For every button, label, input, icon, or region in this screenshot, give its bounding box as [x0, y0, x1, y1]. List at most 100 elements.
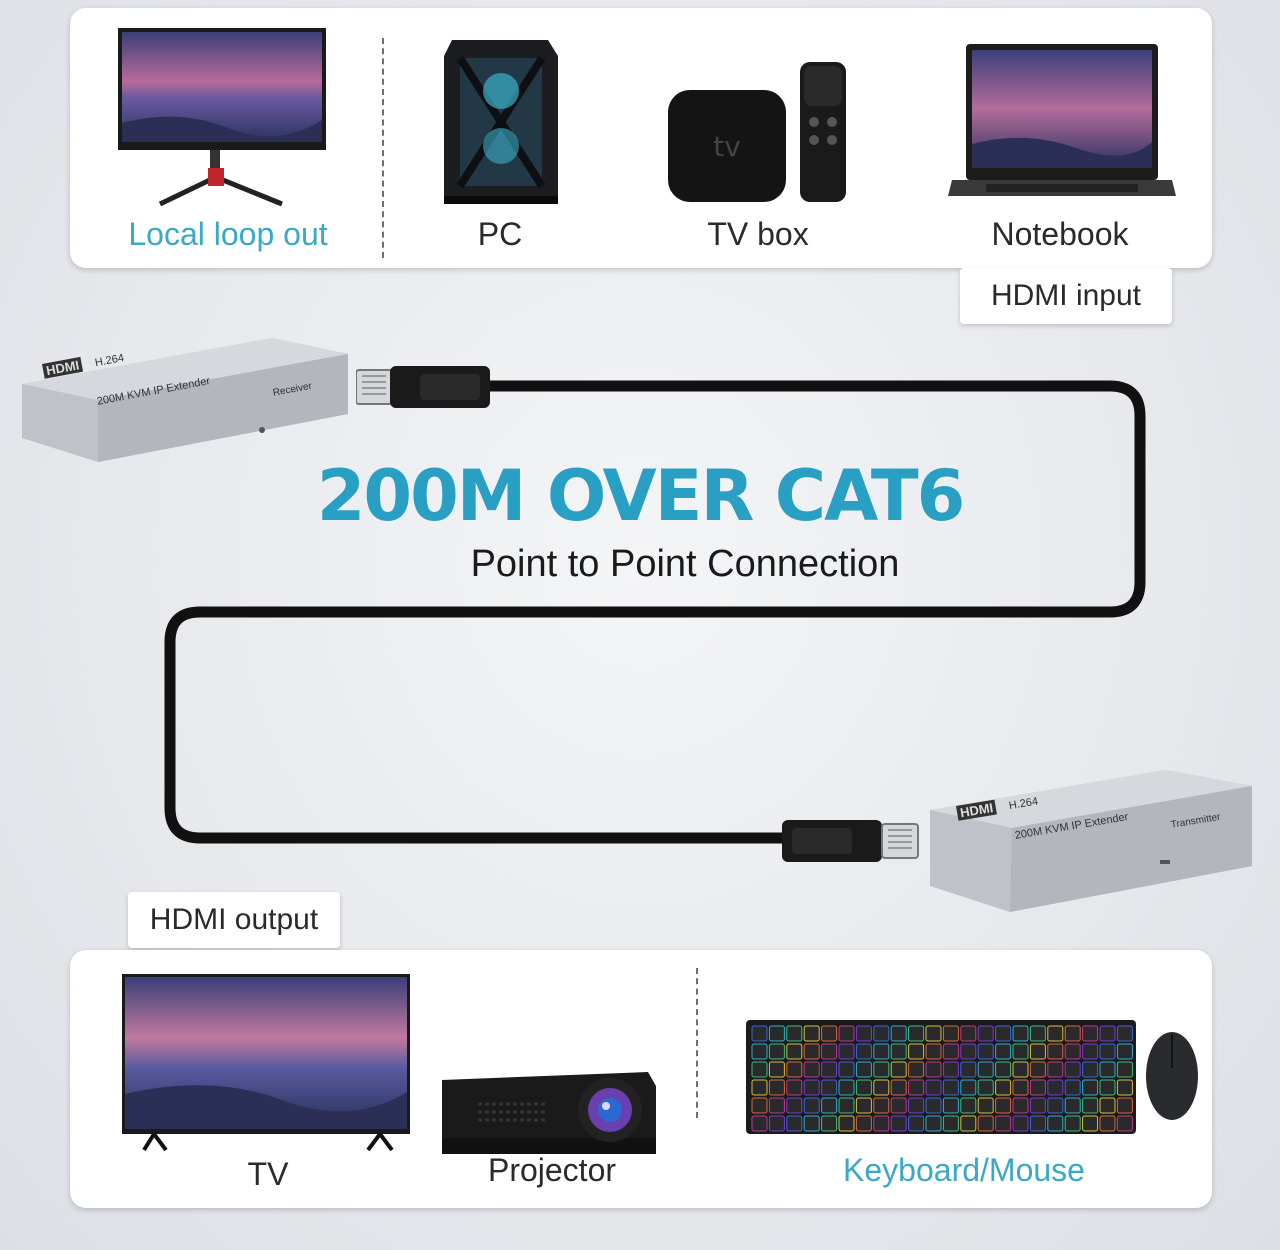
- keyboard-key: [1029, 1043, 1046, 1060]
- keyboard-key: [786, 1043, 803, 1060]
- laptop-icon: [948, 44, 1176, 196]
- keyboard-key: [995, 1025, 1012, 1042]
- keyboard-key: [821, 1025, 838, 1042]
- keyboard-key: [1099, 1061, 1116, 1078]
- rj45-connector-transmitter: [782, 820, 919, 862]
- keyboard-key: [803, 1079, 820, 1096]
- keyboard-key: [873, 1043, 890, 1060]
- keyboard-key: [908, 1097, 925, 1114]
- keyboard-key: [1064, 1025, 1081, 1042]
- keyboard-key: [873, 1061, 890, 1078]
- keyboard-key: [1029, 1079, 1046, 1096]
- keyboard-key: [873, 1115, 890, 1132]
- keyboard-key: [855, 1043, 872, 1060]
- tv-box-icon: tv: [668, 62, 846, 202]
- keyboard-key: [977, 1097, 994, 1114]
- keyboard-key: [768, 1115, 785, 1132]
- keyboard-key: [1082, 1025, 1099, 1042]
- keyboard-key: [768, 1025, 785, 1042]
- keyboard-key: [821, 1061, 838, 1078]
- keyboard-key: [1116, 1025, 1133, 1042]
- tv-box-label: TV box: [707, 216, 809, 252]
- keyboard-key: [960, 1115, 977, 1132]
- receiver-device: HDMI H.264 200M KVM IP Extender Receiver: [18, 334, 352, 486]
- keyboard-key: [751, 1079, 768, 1096]
- keyboard-key: [890, 1097, 907, 1114]
- keyboard-key: [908, 1115, 925, 1132]
- keyboard-key: [1099, 1079, 1116, 1096]
- tv-label: TV: [247, 1156, 289, 1192]
- keyboard-key: [786, 1115, 803, 1132]
- keyboard-key: [960, 1043, 977, 1060]
- keyboard-key: [1012, 1025, 1029, 1042]
- keyboard-key: [786, 1079, 803, 1096]
- keyboard-key: [1099, 1025, 1116, 1042]
- keyboard-key: [908, 1061, 925, 1078]
- keyboard-key: [1029, 1115, 1046, 1132]
- keyboard-key: [942, 1097, 959, 1114]
- keyboard-key: [838, 1115, 855, 1132]
- keyboard-key: [995, 1043, 1012, 1060]
- keyboard-key: [1099, 1115, 1116, 1132]
- keyboard-key: [890, 1115, 907, 1132]
- notebook-label: Notebook: [991, 216, 1129, 252]
- keyboard-key: [1082, 1079, 1099, 1096]
- keyboard-key: [855, 1061, 872, 1078]
- keyboard-key: [1099, 1043, 1116, 1060]
- keyboard-key: [925, 1079, 942, 1096]
- keyboard-key: [786, 1097, 803, 1114]
- svg-text:tv: tv: [713, 130, 741, 163]
- keyboard-key: [1116, 1061, 1133, 1078]
- keyboard-key: [942, 1079, 959, 1096]
- keyboard-key: [942, 1025, 959, 1042]
- keyboard-key: [1116, 1097, 1133, 1114]
- keyboard-key: [960, 1025, 977, 1042]
- keyboard-key: [768, 1061, 785, 1078]
- keyboard-key: [1116, 1115, 1133, 1132]
- keyboard-key: [838, 1043, 855, 1060]
- keyboard-mouse-label: Keyboard/Mouse: [843, 1152, 1085, 1188]
- local-loop-out-label: Local loop out: [128, 216, 328, 252]
- keyboard-key: [786, 1061, 803, 1078]
- keyboard-key: [1064, 1097, 1081, 1114]
- keyboard-key: [768, 1097, 785, 1114]
- keyboard-key: [1064, 1115, 1081, 1132]
- keyboard-key: [1064, 1043, 1081, 1060]
- keyboard-key: [803, 1025, 820, 1042]
- keyboard-key: [925, 1097, 942, 1114]
- pc-label: PC: [477, 216, 523, 252]
- keyboard-key: [1116, 1043, 1133, 1060]
- keyboard-key: [890, 1025, 907, 1042]
- keyboard-key: [1012, 1097, 1029, 1114]
- keyboard-key: [1116, 1079, 1133, 1096]
- pc-tower-icon: [444, 40, 558, 204]
- keyboard-key: [1012, 1079, 1029, 1096]
- keyboard-key: [1047, 1043, 1064, 1060]
- keyboard-key: [942, 1115, 959, 1132]
- keyboard-key: [1029, 1025, 1046, 1042]
- transmitter-device: HDMI H.264 200M KVM IP Extender Transmit…: [926, 766, 1256, 916]
- keyboard-key: [1047, 1079, 1064, 1096]
- keyboard-key: [908, 1079, 925, 1096]
- keyboard-key: [1047, 1115, 1064, 1132]
- keyboard-key: [838, 1061, 855, 1078]
- keyboard-key: [1047, 1061, 1064, 1078]
- subline: Point to Point Connection: [470, 543, 900, 585]
- keyboard-key: [1029, 1061, 1046, 1078]
- keyboard-key: [977, 1079, 994, 1096]
- keyboard-key: [977, 1115, 994, 1132]
- keyboard-key: [803, 1097, 820, 1114]
- keyboard-key: [1082, 1097, 1099, 1114]
- keyboard-key: [821, 1043, 838, 1060]
- keyboard-key: [803, 1043, 820, 1060]
- tv-icon: [122, 974, 410, 1152]
- keyboard-key: [838, 1097, 855, 1114]
- keyboard-key: [786, 1025, 803, 1042]
- headline: 200M OVER CAT6: [316, 455, 966, 537]
- keyboard-key: [855, 1025, 872, 1042]
- keyboard-key: [1082, 1043, 1099, 1060]
- keyboard-key: [838, 1079, 855, 1096]
- panel-divider: [696, 968, 698, 1118]
- keyboard-key: [995, 1061, 1012, 1078]
- keyboard-key: [1012, 1115, 1029, 1132]
